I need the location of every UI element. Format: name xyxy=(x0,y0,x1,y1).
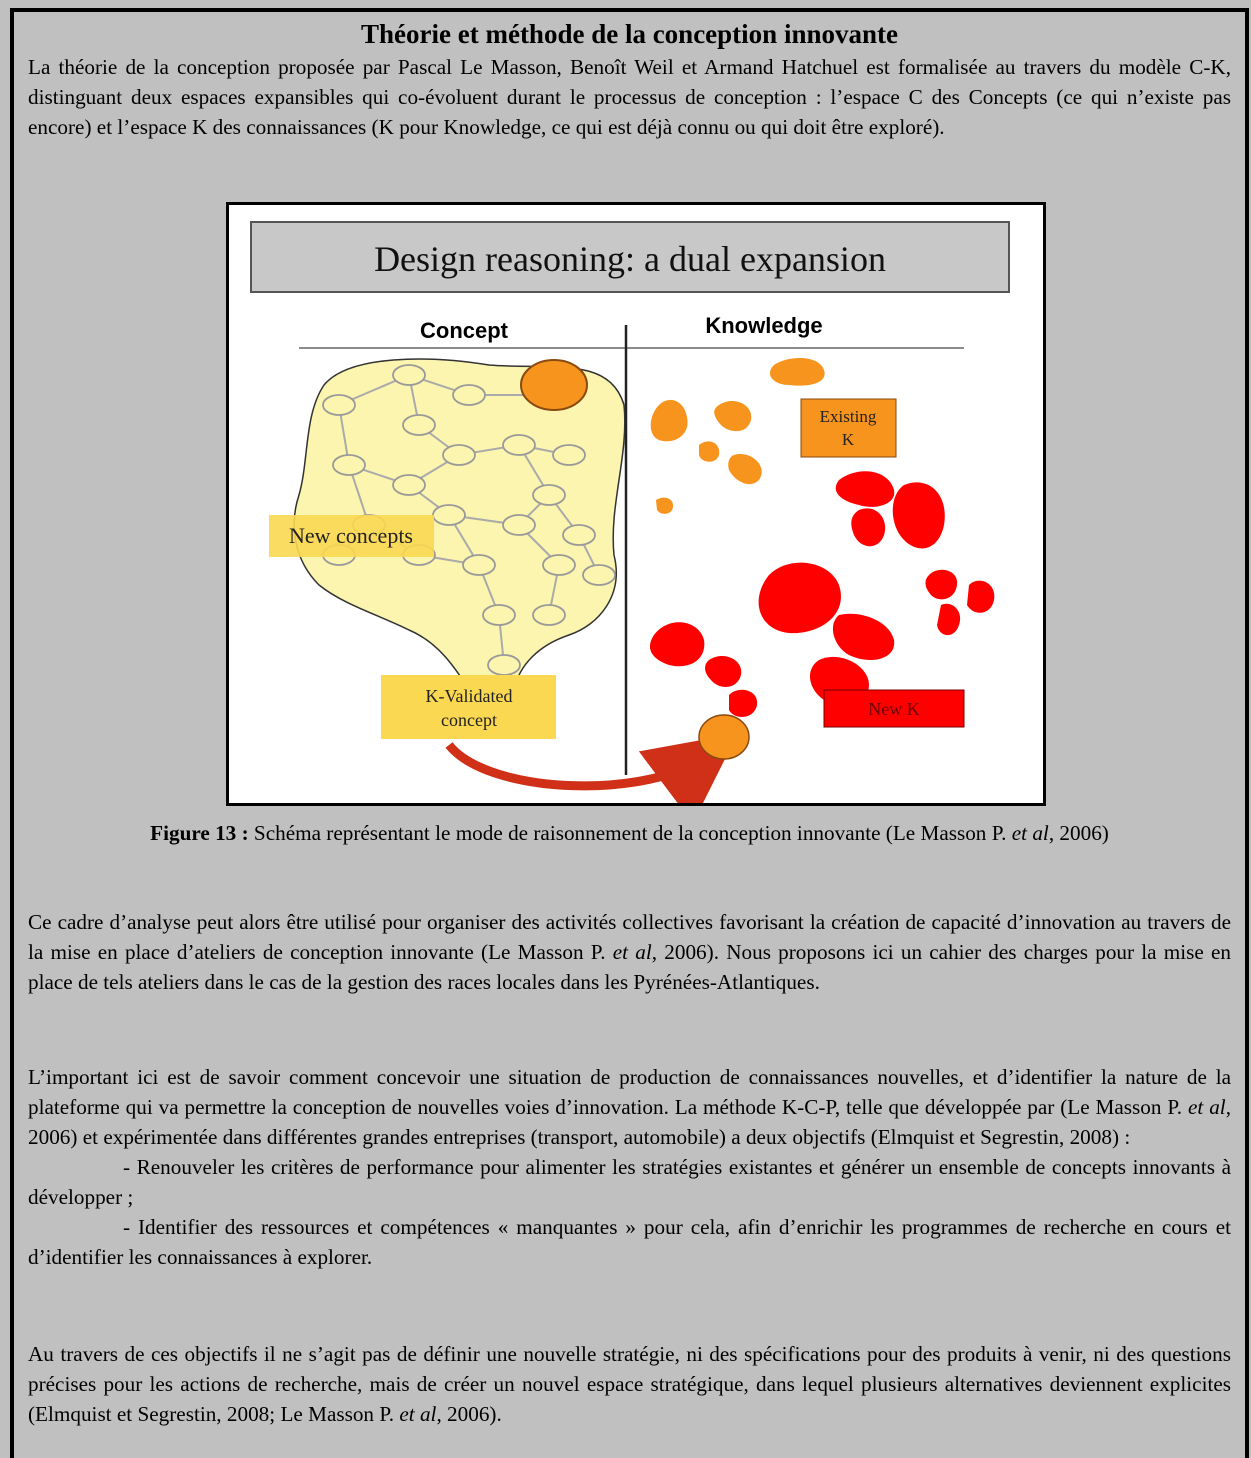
cK-diagram: Design reasoning: a dual expansion Conce… xyxy=(250,221,1010,803)
framework-text-b: , 2006). Nous proposons ici un cahier de… xyxy=(28,940,1232,994)
framed-section: Théorie et méthode de la conception inno… xyxy=(10,8,1249,1458)
method-text-b: , 2006) et expérimentée dans différentes… xyxy=(28,1095,1231,1149)
new-knowledge-blobs xyxy=(649,471,995,717)
figure-image: Design reasoning: a dual expansion Conce… xyxy=(226,202,1046,806)
caption-text-b: , 2006) xyxy=(1048,821,1109,845)
concept-header: Concept xyxy=(420,318,509,343)
closing-etal: et al xyxy=(399,1402,437,1426)
objective-bullet-1: - Renouveler les critères de performance… xyxy=(28,1155,1231,1209)
method-paragraph: L’important ici est de savoir comment co… xyxy=(28,1062,1231,1272)
top-concept-node xyxy=(520,359,588,411)
new-k-label: New K xyxy=(868,699,920,719)
figure-caption: Figure 13 : Schéma représentant le mode … xyxy=(44,818,1215,848)
knowledge-header: Knowledge xyxy=(705,313,822,338)
closing-text-a: Au travers de ces objectifs il ne s’agit… xyxy=(28,1342,1231,1426)
intro-paragraph: La théorie de la conception proposée par… xyxy=(28,55,1231,139)
new-concepts-label-box xyxy=(269,515,434,557)
objective-bullet-2: - Identifier des ressources et compétenc… xyxy=(28,1215,1231,1269)
framework-text-a: Ce cadre d’analyse peut alors être utili… xyxy=(28,910,1231,964)
new-concepts-label: New concepts xyxy=(289,523,413,548)
framework-etal: et al xyxy=(612,940,652,964)
caption-label: Figure 13 : xyxy=(150,821,249,845)
closing-paragraph: Au travers de ces objectifs il ne s’agit… xyxy=(28,1339,1231,1429)
validated-label-line1: K-Validated xyxy=(426,686,513,706)
section-title: Théorie et méthode de la conception inno… xyxy=(361,19,898,49)
closing-text-b: , 2006). xyxy=(436,1402,502,1426)
concept-tree-nodes xyxy=(322,364,616,676)
validated-label-line2: concept xyxy=(441,710,497,730)
existing-k-label-box xyxy=(800,398,897,458)
method-etal: et al xyxy=(1188,1095,1226,1119)
new-k-label-box xyxy=(823,689,965,728)
existing-k-label-line1: Existing xyxy=(820,407,877,426)
existing-k-label-line2: K xyxy=(842,430,855,449)
validation-arrow xyxy=(445,733,738,803)
method-text-a: L’important ici est de savoir comment co… xyxy=(28,1065,1231,1119)
figure-heading: Design reasoning: a dual expansion xyxy=(374,239,886,279)
heading-box xyxy=(250,221,1010,293)
validated-label-box xyxy=(381,675,556,739)
caption-text-a: Schéma représentant le mode de raisonnem… xyxy=(248,821,1012,845)
framework-paragraph: Ce cadre d’analyse peut alors être utili… xyxy=(28,907,1231,997)
validated-k-node xyxy=(698,714,750,760)
existing-knowledge-blobs xyxy=(650,358,825,514)
caption-etal: et al xyxy=(1011,821,1049,845)
